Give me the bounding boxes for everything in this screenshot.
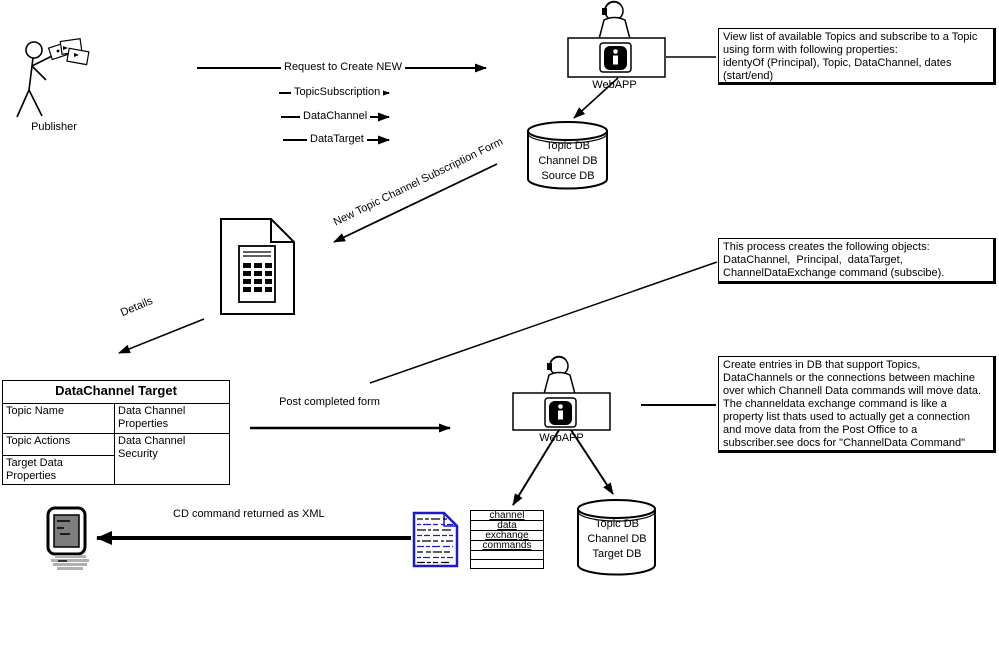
table-title: DataChannel Target — [2, 380, 230, 404]
post-form-label: Post completed form — [279, 396, 380, 408]
table-cell: Topic Actions — [2, 433, 115, 456]
db-line: Channel DB — [538, 155, 598, 167]
note-subscribe-topics: View list of available Topics and subscr… — [718, 28, 996, 85]
db-line: Topic DB — [545, 140, 591, 152]
info-icon — [613, 49, 618, 65]
table-row: data — [470, 520, 544, 531]
webapp-icon-2 — [512, 355, 611, 431]
table-row: Topic Name Data Channel Properties — [2, 403, 230, 434]
data-channel-label: DataChannel — [300, 110, 371, 123]
table-row: channel — [470, 510, 544, 521]
table-cell: commands — [470, 540, 544, 551]
line-note2 — [369, 261, 718, 384]
publisher-icon — [16, 37, 90, 118]
table-cell: channel — [470, 510, 544, 521]
db-line: Channel DB — [587, 533, 647, 545]
cd-command-label: CD command returned as XML — [173, 508, 325, 520]
database-icon-1 — [527, 121, 608, 190]
arrow-webapp1-db — [573, 77, 619, 119]
arrow-webapp2-cdtable — [512, 429, 560, 506]
note-db-entries: Create entries in DB that support Topics… — [718, 356, 996, 453]
table-cell: Target Data Properties — [2, 455, 115, 485]
db-line: Source DB — [541, 170, 595, 182]
note-process-objects: This process creates the following objec… — [718, 238, 996, 284]
source-db-label: Topic DB Channel DB Source DB — [520, 139, 616, 184]
topic-subscription-label: TopicSubscription — [291, 86, 384, 99]
xml-document-icon — [412, 511, 459, 568]
table-row — [470, 559, 544, 569]
request-create-label: Request to Create NEW — [281, 61, 405, 74]
webapp1-label: WebAPP — [592, 79, 637, 91]
table-row: Topic Actions Data Channel Security — [2, 433, 230, 485]
table-cell: data — [470, 520, 544, 531]
table-row: Target Data Properties — [2, 455, 230, 485]
table-cell — [470, 559, 544, 569]
webapp-icon-1 — [567, 0, 666, 78]
table-cell: exchange — [470, 530, 544, 541]
arrow-details — [118, 318, 205, 354]
table-cell: Data Channel Properties — [114, 403, 230, 434]
datachannel-target-table: DataChannel Target Topic Name Data Chann… — [2, 380, 230, 485]
webapp2-label: WebAPP — [539, 432, 584, 444]
data-target-label: DataTarget — [307, 133, 367, 146]
arrow-subscription-form — [333, 163, 498, 243]
db-line: Target DB — [592, 548, 642, 560]
form-document-icon — [220, 218, 295, 315]
db-line: Topic DB — [594, 518, 640, 530]
arrow-webapp2-db — [570, 429, 614, 495]
table-row: DataChannel Target — [2, 380, 230, 404]
table-row: exchange — [470, 530, 544, 541]
target-db-label: Topic DB Channel DB Target DB — [569, 517, 665, 562]
channel-data-commands-table: channel data exchange commands — [470, 510, 544, 569]
table-row: commands — [470, 540, 544, 551]
database-icon-2 — [577, 499, 656, 576]
publisher-label: Publisher — [31, 121, 77, 133]
table-cell: Topic Name — [2, 403, 115, 434]
table-cell — [470, 550, 544, 560]
table-row — [470, 550, 544, 560]
info-icon — [558, 404, 563, 420]
table-cell: Data Channel Security — [114, 433, 230, 485]
computer-icon — [46, 506, 89, 570]
